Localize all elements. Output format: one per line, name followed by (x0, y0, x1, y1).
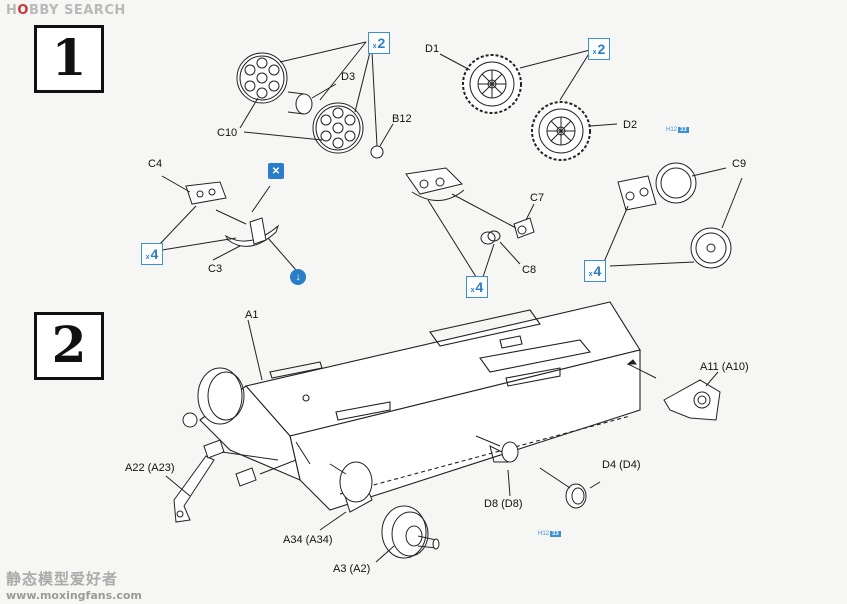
label-c9: C9 (732, 158, 747, 170)
axle-d3 (287, 91, 313, 115)
road-wheel-c10 (236, 52, 288, 104)
arm-c7 (513, 217, 535, 239)
bogie-assembly-c9 (617, 162, 732, 269)
pin-c8 (480, 230, 501, 245)
site-watermark: 静态模型爱好者 www.moxingfans.com (6, 570, 142, 602)
hull-a1 (199, 301, 641, 511)
remove-icon: ✕ (268, 163, 284, 179)
label-c10: C10 (217, 127, 238, 139)
step-1-number: 1 (34, 25, 104, 93)
hobbysearch-watermark: HOBBY SEARCH (6, 3, 126, 18)
label-d1: D1 (425, 43, 440, 55)
mount-a22 (173, 439, 257, 523)
label-d8: D8 (D8) (484, 498, 523, 510)
label-a1: A1 (245, 309, 259, 321)
wheel-d4 (565, 483, 587, 509)
label-d2: D2 (623, 119, 638, 131)
bogie-assembly-mid (405, 167, 465, 201)
label-c8: C8 (522, 264, 537, 276)
road-wheel-rear (312, 102, 364, 154)
label-a3: A3 (A2) (333, 563, 371, 575)
sprocket-d1 (462, 54, 522, 114)
label-b12: B12 (392, 113, 412, 125)
axle-d8 (489, 441, 519, 463)
idler-wheel-front (182, 367, 245, 428)
hub-cap-b12 (370, 145, 384, 159)
sprocket-d2 (531, 101, 591, 161)
label-c4: C4 (148, 158, 163, 170)
label-a34: A34 (A34) (283, 534, 333, 546)
bogie-bracket-c4 (185, 181, 227, 205)
final-drive-a11 (663, 379, 721, 421)
label-a22: A22 (A23) (125, 462, 175, 474)
leaf-spring-c3 (224, 217, 280, 247)
road-wheel-a3 (339, 461, 440, 559)
label-d4: D4 (D4) (602, 459, 641, 471)
label-a11: A11 (A10) (700, 361, 749, 373)
label-c3: C3 (208, 263, 223, 275)
label-d3: D3 (341, 71, 356, 83)
cement-icon: ↓ (290, 269, 306, 285)
label-c7: C7 (530, 192, 545, 204)
step-2-number: 2 (34, 312, 104, 380)
